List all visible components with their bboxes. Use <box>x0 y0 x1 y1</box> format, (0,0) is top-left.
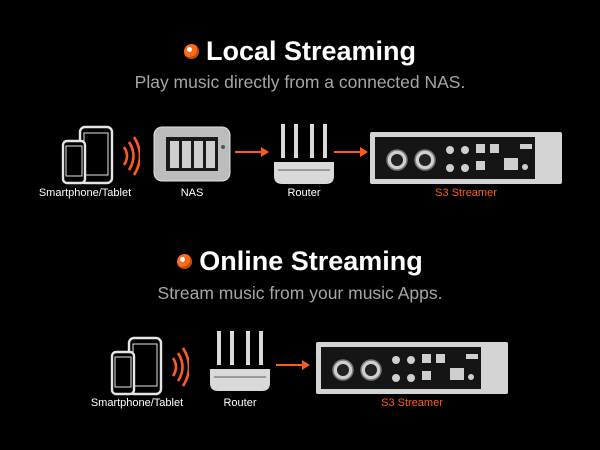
local-streaming-title: Local Streaming <box>0 36 600 67</box>
online-streaming-subtitle: Stream music from your music Apps. <box>157 283 443 303</box>
bullet-dot-icon <box>177 254 193 269</box>
streamer-icon <box>370 132 562 186</box>
section-title-text: Online Streaming <box>199 246 423 276</box>
device-label-streamer: S3 Streamer <box>435 187 497 199</box>
device-label-nas: NAS <box>180 187 204 199</box>
bullet-dot-icon <box>183 44 199 59</box>
smartphone-tablet-icon <box>109 336 189 398</box>
arrow-right-icon <box>334 146 368 158</box>
device-label-streamer: S3 Streamer <box>381 397 443 409</box>
local-streaming-subtitle: Play music directly from a connected NAS… <box>134 72 466 92</box>
arrow-right-icon <box>276 359 310 371</box>
section-title-text: Local Streaming <box>205 36 417 66</box>
device-label-smartphone: Smartphone/Tablet <box>38 187 132 199</box>
smartphone-tablet-icon <box>60 125 140 187</box>
device-label-router: Router <box>223 397 257 409</box>
local-streaming-section: Local Streaming Play music directly from… <box>0 36 600 199</box>
device-label-smartphone: Smartphone/Tablet <box>90 397 184 409</box>
arrow-right-icon <box>235 146 269 158</box>
router-icon <box>272 122 336 186</box>
online-streaming-section: Online Streaming Stream music from your … <box>0 225 600 450</box>
device-label-router: Router <box>287 187 321 199</box>
online-streaming-title: Online Streaming <box>0 246 600 277</box>
router-icon <box>208 329 272 393</box>
nas-icon <box>152 125 232 183</box>
streamer-icon <box>316 342 508 396</box>
